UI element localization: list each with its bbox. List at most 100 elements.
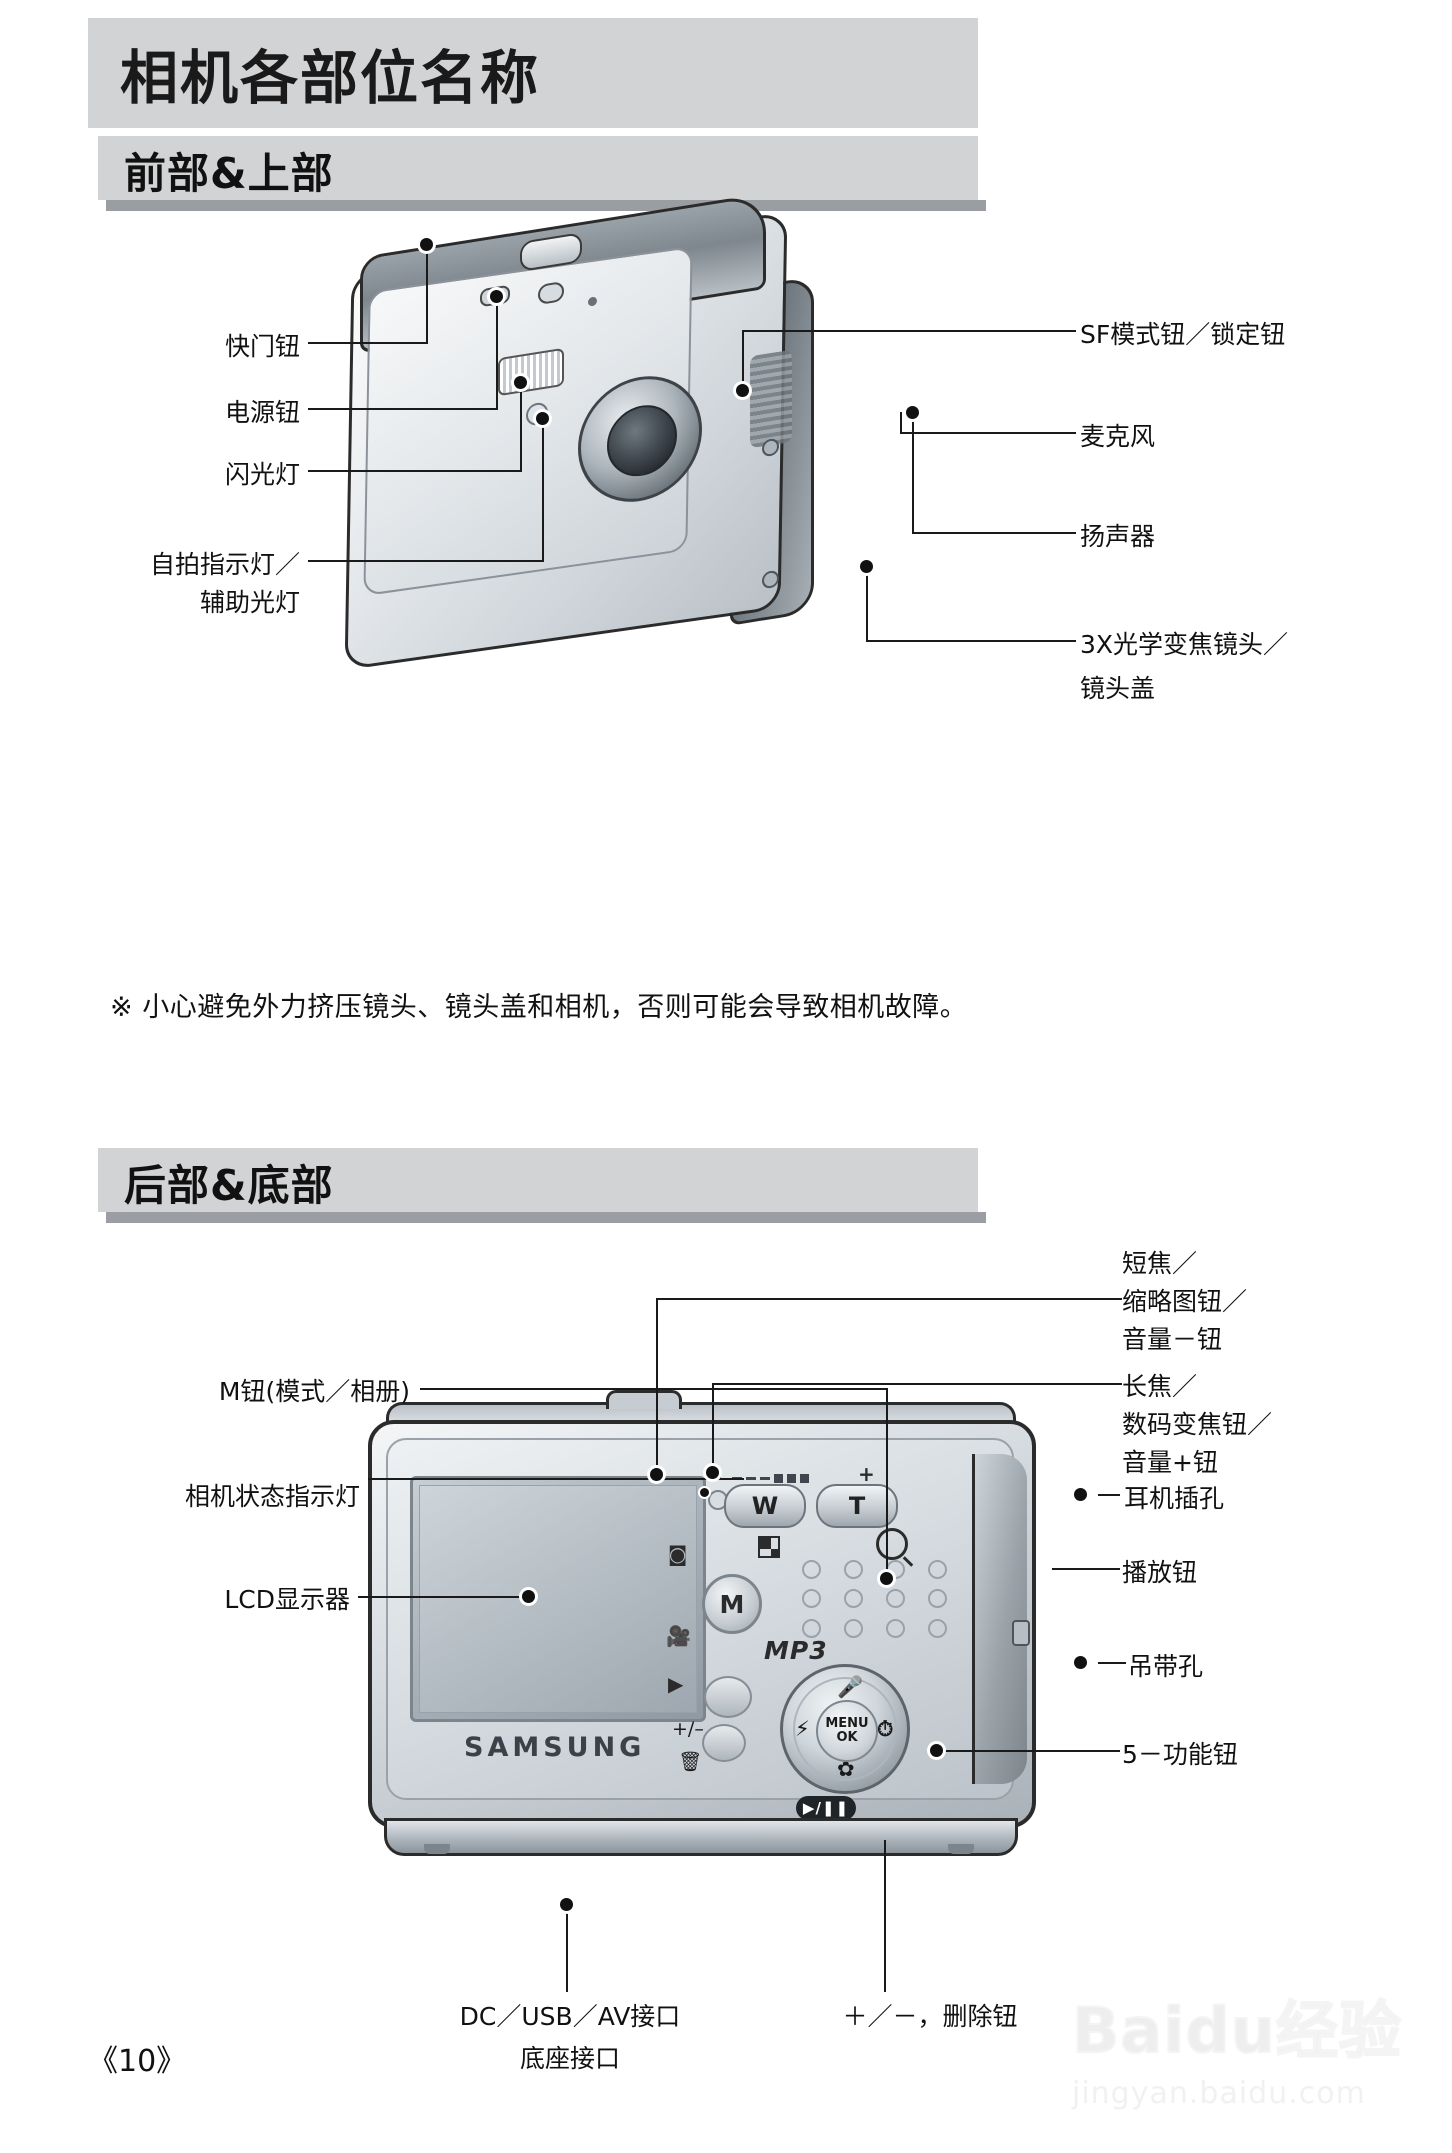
camera-back-body: SAMSUNG – + W T ◙ M 🎥 MP3 ▶	[368, 1420, 1036, 1828]
leader-five-function	[1048, 1750, 1120, 1752]
leader-wide	[1050, 1298, 1122, 1300]
mic-icon: 🎤	[837, 1675, 864, 1699]
back-label-wide-3: 音量－钮	[1122, 1325, 1223, 1354]
front-label-lens-2: 镜头盖	[1080, 674, 1156, 703]
section-header-front-label: 前部&上部	[124, 148, 334, 198]
macro-icon: ✿	[837, 1757, 855, 1781]
camera-foot-right	[948, 1844, 974, 1854]
leader-lcd	[358, 1596, 528, 1598]
back-label-dcusb-2: 底座接口	[519, 2044, 620, 2073]
leader-dot-lcd	[522, 1590, 535, 1603]
leader-dot-lens	[860, 560, 873, 573]
self-timer-icon: ⏱	[877, 1717, 894, 1741]
front-label-microphone: 麦克风	[1080, 422, 1156, 451]
delete-button[interactable]	[702, 1724, 746, 1762]
leader-dot-speaker	[906, 406, 919, 419]
front-label-lens-1: 3X光学变焦镜头／	[1080, 630, 1289, 659]
watermark-line1: Baidu经验	[1071, 1993, 1402, 2068]
lcd-screen-art	[410, 1476, 706, 1722]
zoom-indicator-bar	[732, 1472, 852, 1484]
section-header-band-2	[98, 1148, 978, 1212]
leader-dot-selftimer	[536, 412, 549, 425]
lens-inner-art	[607, 400, 677, 482]
leader-dot-power	[490, 290, 503, 303]
leader-dot-sf-mode	[736, 384, 749, 397]
leader-power-v	[496, 296, 498, 410]
back-label-tele-2: 数码变焦钮／	[1122, 1410, 1273, 1439]
wide-zoom-button[interactable]: W	[724, 1484, 806, 1528]
leader-selftimer-v	[542, 418, 544, 562]
leader-lens-v	[866, 566, 868, 642]
ok-label: OK	[836, 1730, 858, 1745]
speaker-art	[750, 349, 792, 449]
leader-dot-dcusb	[560, 1898, 573, 1911]
back-label-playback: 播放钮	[1122, 1558, 1198, 1587]
leader-dot-flash	[514, 376, 527, 389]
front-label-selftimer-2: 辅助光灯	[199, 588, 300, 617]
back-label-wide-1: 短焦／	[1122, 1249, 1198, 1278]
play-pause-badge: ▶/❚❚	[796, 1796, 856, 1820]
leader-five-function-2	[938, 1750, 1050, 1752]
leader-shutter-v	[426, 244, 428, 344]
mode-button[interactable]: M	[702, 1574, 762, 1634]
back-label-five-function: 5－功能钮	[1122, 1740, 1238, 1769]
leader-power	[308, 408, 498, 410]
playback-button[interactable]	[704, 1676, 752, 1718]
leader-flash-v	[520, 382, 522, 472]
page-title-banner: 相机各部位名称	[88, 18, 978, 128]
front-label-flash: 闪光灯	[224, 460, 300, 489]
leader-dot-mode-button	[880, 1572, 893, 1585]
leader-dcusb-v	[566, 1908, 568, 1992]
leader-sf-mode	[742, 330, 1076, 332]
tele-zoom-button[interactable]: T	[816, 1484, 898, 1528]
flash-icon: ⚡	[795, 1717, 810, 1741]
back-label-lcd: LCD显示器	[224, 1585, 350, 1614]
front-label-sf-mode: SF模式钮／锁定钮	[1080, 320, 1286, 349]
movie-mode-icon: 🎥	[666, 1624, 691, 1648]
brand-wordmark: SAMSUNG	[464, 1732, 646, 1763]
page-number: 《10》	[88, 2044, 187, 2079]
leader-tele-v	[712, 1383, 714, 1473]
back-label-earphone: 耳机插孔	[1124, 1484, 1225, 1513]
leader-mode-button-v	[886, 1388, 888, 1578]
leader-microphone	[900, 432, 1076, 434]
leader-wide-v	[656, 1298, 658, 1474]
back-label-dcusb-1: DC／USB／AV接口	[459, 2002, 681, 2031]
lcd-screen-inner	[419, 1485, 697, 1713]
plus-minus-icon: +/–	[672, 1718, 704, 1740]
menu-ok-button[interactable]: MENU OK	[816, 1700, 878, 1762]
strap-eyelet-art	[1012, 1620, 1030, 1646]
leader-dot-wide	[650, 1468, 663, 1481]
camera-back-lens-bump	[606, 1390, 682, 1409]
section-header-band	[98, 136, 978, 200]
leader-tele-2	[712, 1383, 1042, 1385]
front-label-speaker: 扬声器	[1080, 522, 1156, 551]
leader-dot-five-function	[930, 1744, 943, 1757]
front-label-shutter: 快门钮	[224, 332, 300, 361]
camera-foot-left	[424, 1844, 450, 1854]
leader-speaker-v	[912, 412, 914, 534]
leader-dot-status-lamp	[700, 1488, 709, 1497]
thumbnail-icon	[758, 1536, 780, 1558]
dial-ring	[793, 1677, 897, 1781]
watermark: Baidu经验 jingyan.baidu.com	[1071, 1980, 1412, 2130]
camera-front-illustration	[330, 192, 850, 695]
leader-shutter	[308, 342, 428, 344]
back-label-delete: ＋／－，删除钮	[842, 2002, 1018, 2031]
section-header-shadow	[106, 200, 986, 211]
page-title: 相机各部位名称	[120, 44, 541, 112]
leader-flash	[308, 470, 522, 472]
capture-mode-icon: ◙	[668, 1542, 688, 1566]
five-function-dial[interactable]: 🎤 ⚡ ⏱ ✿ MENU OK	[780, 1664, 910, 1794]
leader-status-lamp	[368, 1478, 744, 1480]
back-label-tele-3: 音量+钮	[1122, 1448, 1218, 1477]
front-label-selftimer-1: 自拍指示灯／	[149, 550, 300, 579]
leader-speaker	[912, 532, 1076, 534]
speaker-grille-art	[802, 1560, 962, 1640]
back-label-wide-2: 缩略图钮／	[1122, 1287, 1248, 1316]
leader-earphone	[1098, 1494, 1120, 1496]
caution-note: ※ 小心避免外力挤压镜头、镜头盖和相机，否则可能会导致相机故障。	[110, 992, 968, 1023]
section-header-back-label: 后部&底部	[124, 1160, 334, 1210]
section-header-shadow-2	[106, 1212, 986, 1223]
